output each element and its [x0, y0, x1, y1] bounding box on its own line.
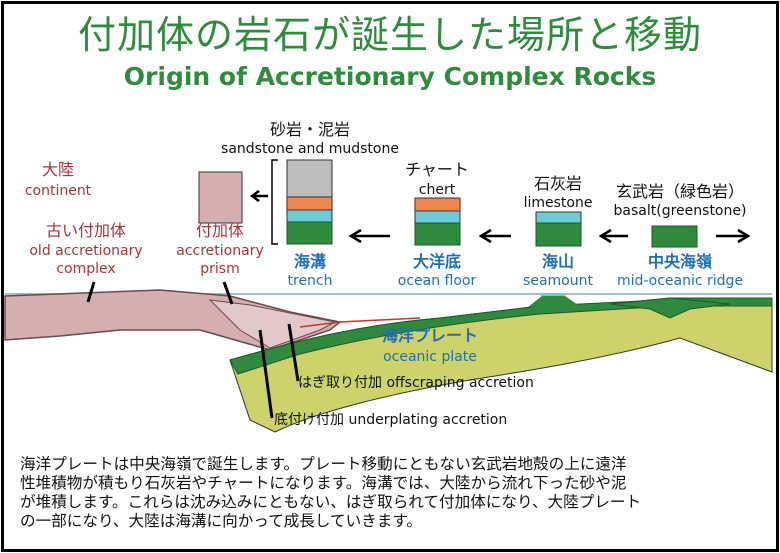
- description-line: が堆積します。これらは沈み込みにともない、はぎ取られて付加体になり、大陸プレート: [20, 493, 642, 511]
- sandstone-label-jp: 砂岩・泥岩: [269, 120, 351, 139]
- description-line: 海洋プレートは中央海嶺で誕生します。プレート移動にともない玄武岩地殻の上に遠洋: [20, 455, 627, 473]
- trench-sediment-line: [299, 317, 421, 328]
- old-complex-label-en2: complex: [56, 261, 116, 277]
- old-complex-pointer: [86, 281, 96, 303]
- seamount-basalt-block: [535, 222, 582, 247]
- limestone-label-en: limestone: [523, 195, 593, 211]
- oceanfloor-basalt-block: [414, 222, 461, 246]
- seamount-limestone-cap: [540, 293, 566, 296]
- accretionary-prism-shape: [208, 299, 337, 349]
- offscraping-pointer: [287, 323, 300, 382]
- plate-label-jp: 海洋プレート: [381, 326, 479, 345]
- description-line: の一部になり、大陸は海溝に向かって成長していきます。: [20, 512, 423, 530]
- seamount-label-en: seamount: [523, 273, 593, 289]
- prism-pointer: [222, 281, 234, 305]
- basalt-label-en: basalt(greenstone): [613, 203, 747, 219]
- title-english: Origin of Accretionary Complex Rocks: [123, 62, 657, 91]
- trench-limestone-block: [286, 209, 333, 223]
- trench-label-en: trench: [287, 273, 333, 289]
- chert-label-jp: チャート: [405, 160, 469, 179]
- trench-label-jp: 海溝: [293, 252, 327, 271]
- ridge-label-jp: 中央海嶺: [647, 252, 713, 271]
- title-japanese: 付加体の岩石が誕生した場所と移動: [77, 13, 703, 57]
- seamount-limestone-block: [535, 211, 582, 224]
- old-complex-label-jp: 古い付加体: [45, 221, 127, 240]
- plate-label-en: oceanic plate: [383, 349, 477, 365]
- oceanfloor-chert-block: [414, 197, 461, 212]
- continent-label-jp: 大陸: [41, 160, 75, 179]
- trench-chert-block: [286, 196, 333, 211]
- trench-bracket: [271, 159, 278, 245]
- offscraping-label: はぎ取り付加 offscraping accretion: [298, 375, 534, 391]
- basalt-label-jp: 玄武岩（緑色岩）: [615, 182, 745, 201]
- prism-block: [198, 171, 243, 224]
- sandstone-label-en: sandstone and mudstone: [221, 141, 399, 157]
- limestone-label-jp: 石灰岩: [533, 174, 583, 193]
- description-text: 海洋プレートは中央海嶺で誕生します。プレート移動にともない玄武岩地殻の上に遠洋 …: [20, 455, 765, 531]
- underplating-pointer: [258, 329, 274, 419]
- continent-label-en: continent: [24, 183, 92, 199]
- seamount-shape: [528, 296, 578, 307]
- ocean-floor-label-jp: 大洋底: [412, 252, 462, 271]
- prism-label-en2: prism: [200, 261, 240, 277]
- ocean-floor-label-en: ocean floor: [397, 273, 477, 289]
- seamount-label-jp: 海山: [541, 252, 575, 271]
- movement-arrows: [249, 189, 751, 244]
- old-complex-label-en1: old accretionary: [29, 243, 143, 259]
- ridge-label-en: mid-oceanic ridge: [616, 273, 744, 289]
- description-line: 性堆積物が積もり石灰岩やチャートになります。海溝では、大陸から流れ下った砂や泥: [20, 474, 627, 492]
- prism-label-jp: 付加体: [195, 221, 245, 240]
- underplating-label: 底付け付加 underplating accretion: [274, 412, 508, 428]
- trench-sand-block: [286, 159, 333, 198]
- trench-basalt-block: [286, 221, 333, 245]
- prism-label-en1: accretionary: [176, 243, 264, 259]
- ridge-shape: [609, 297, 731, 319]
- oceanfloor-limestone-block: [414, 210, 461, 224]
- chert-label-en: chert: [418, 182, 456, 198]
- ridge-basalt-block: [651, 225, 698, 248]
